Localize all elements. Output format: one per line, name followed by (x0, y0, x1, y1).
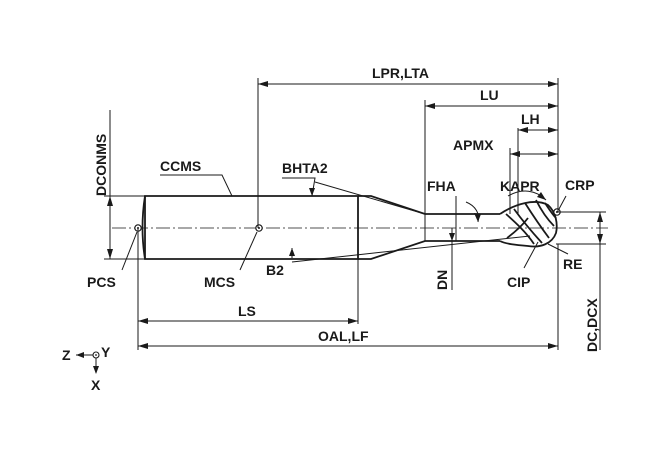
dim-lh (517, 127, 558, 214)
cutting-head (499, 199, 558, 248)
neck-taper-bottom (358, 240, 500, 260)
label-ccms: CCMS (160, 158, 201, 174)
axis-label-x: X (91, 377, 101, 393)
axis-label-y: Y (101, 344, 111, 360)
label-dc-dcx: DC,DCX (584, 298, 600, 352)
dim-lpr-lta (258, 81, 558, 87)
mcs-point (255, 224, 263, 232)
label-ls: LS (238, 303, 256, 319)
label-lpr-lta: LPR,LTA (372, 65, 429, 81)
angle-bhta2 (282, 177, 426, 215)
angle-fha (455, 196, 481, 241)
angle-b2 (289, 235, 531, 263)
label-fha: FHA (427, 178, 456, 194)
leader-re (547, 243, 569, 255)
label-dconms: DCONMS (93, 134, 109, 196)
dim-dc-dcx (597, 212, 603, 350)
leader-pcs (121, 231, 138, 271)
label-dn: DN (434, 270, 450, 290)
leader-cip (523, 241, 539, 269)
label-cip: CIP (507, 274, 530, 290)
dim-dn (449, 228, 455, 290)
leader-ccms (160, 174, 233, 197)
axis-label-z: Z (62, 347, 71, 363)
label-oal-lf: OAL,LF (318, 328, 369, 344)
label-mcs: MCS (204, 274, 235, 290)
dim-oal-lf (138, 343, 558, 349)
dim-apmx (510, 151, 558, 157)
label-bhta2: BHTA2 (282, 160, 328, 176)
leader-mcs (239, 231, 258, 271)
label-pcs: PCS (87, 274, 116, 290)
label-lh: LH (521, 111, 540, 127)
extension-lines (104, 78, 606, 350)
coordinate-axes (76, 351, 100, 374)
angle-kapr (507, 190, 547, 201)
dim-ls (138, 318, 358, 324)
shank-outline (144, 195, 359, 260)
label-b2: B2 (266, 262, 284, 278)
label-kapr: KAPR (500, 178, 540, 194)
label-crp: CRP (565, 177, 595, 193)
label-lu: LU (480, 87, 499, 103)
dim-lu (425, 103, 558, 109)
label-re: RE (563, 256, 582, 272)
dim-dconms (107, 110, 113, 259)
neck-taper-top (358, 195, 500, 215)
label-apmx: APMX (453, 137, 494, 153)
leader-crp (558, 195, 567, 210)
